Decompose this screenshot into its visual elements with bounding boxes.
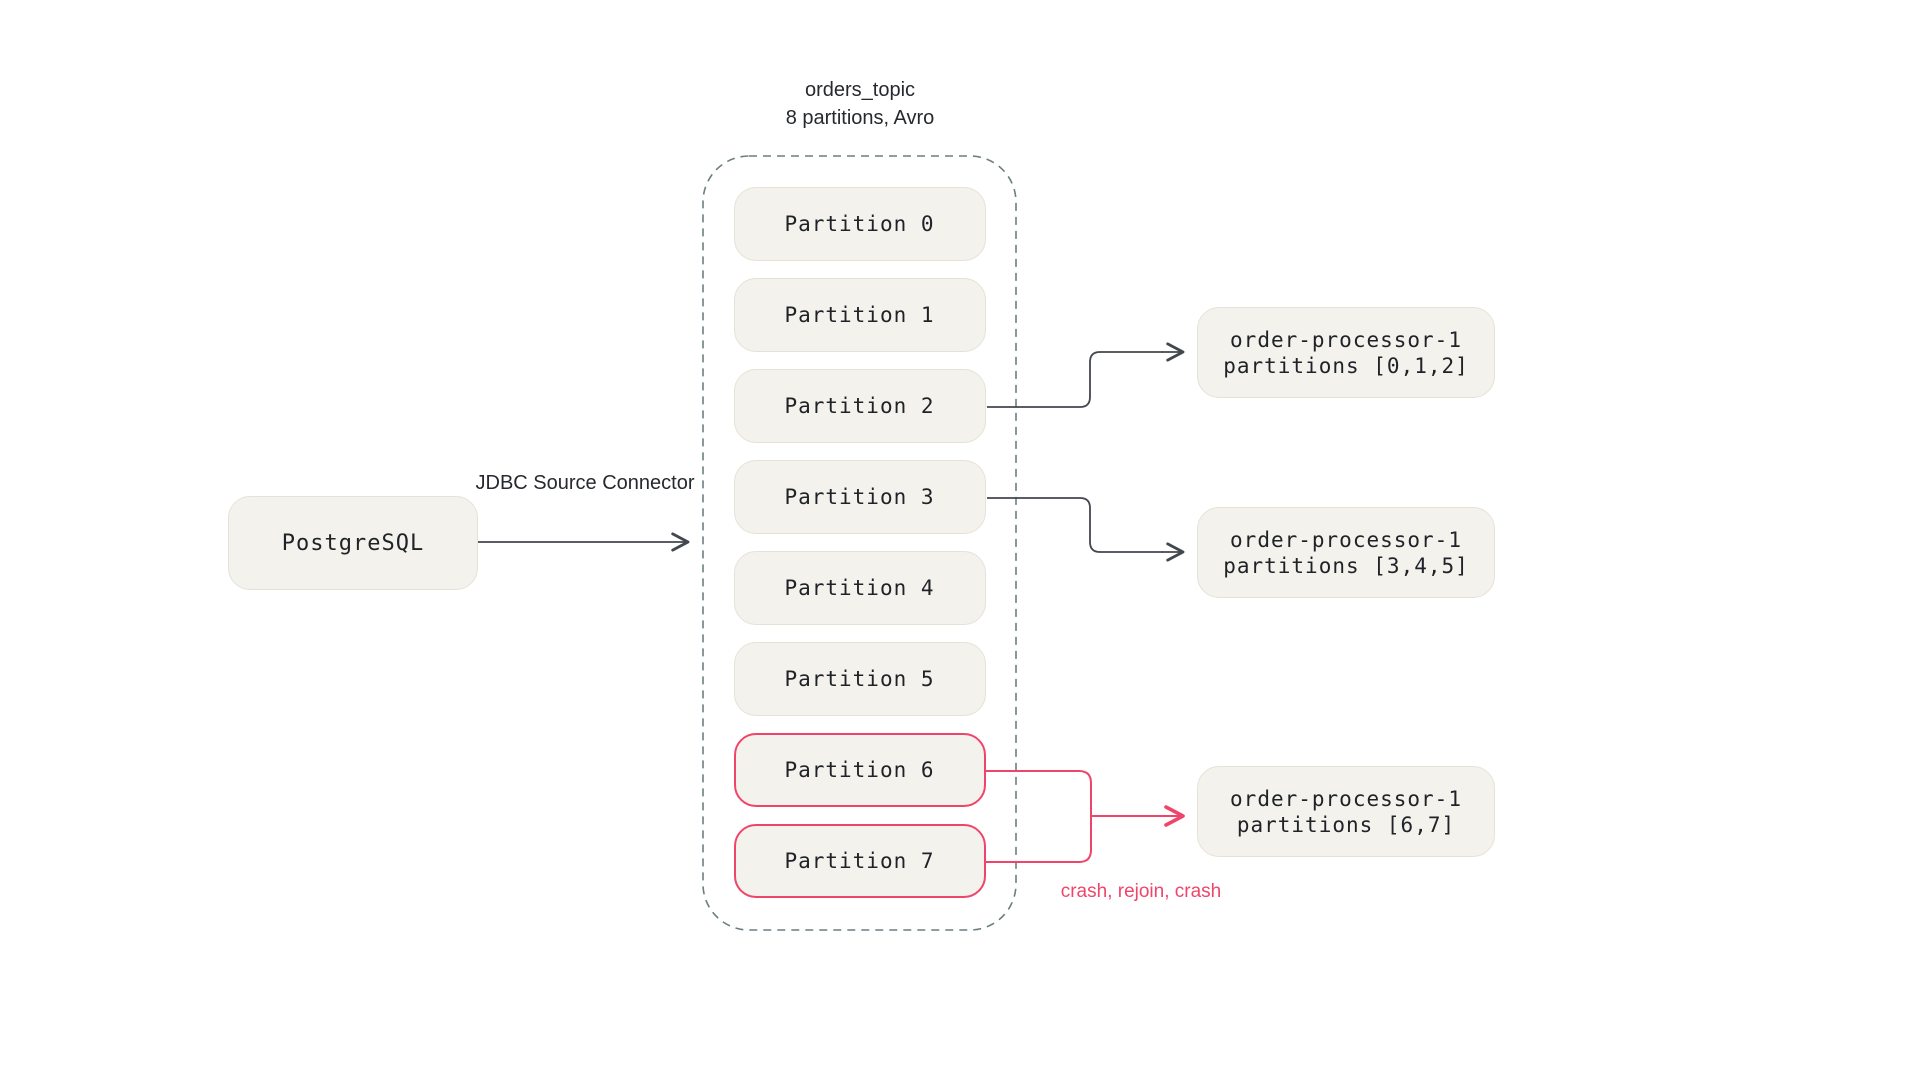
postgresql-node: PostgreSQL	[228, 496, 478, 590]
edge-partition3-to-consumer1	[987, 497, 1185, 562]
topic-container: Partition 0 Partition 1 Partition 2 Part…	[703, 156, 1016, 930]
consumer-2-name: order-processor-1	[1230, 786, 1462, 811]
partition-5-node: Partition 5	[733, 642, 986, 716]
partition-2-node: Partition 2	[733, 369, 986, 443]
partition-7-node: Partition 7	[733, 824, 986, 898]
consumer-1-name: order-processor-1	[1230, 527, 1462, 552]
topic-title: orders_topic	[804, 79, 916, 101]
partition-0-node: Partition 0	[733, 187, 986, 261]
consumer-0-node: order-processor-1 partitions [0,1,2]	[1197, 307, 1495, 398]
partition-3-node: Partition 3	[733, 460, 986, 534]
partition-1-node: Partition 1	[733, 278, 986, 352]
topic-subtitle: 8 partitions, Avro	[785, 107, 935, 129]
consumer-2-assignment: partitions [6,7]	[1236, 812, 1456, 837]
postgresql-label: PostgreSQL	[281, 530, 425, 556]
jdbc-connector-label: JDBC Source Connector	[475, 472, 695, 494]
crash-annotation: crash, rejoin, crash	[1060, 881, 1222, 902]
consumer-2-node: order-processor-1 partitions [6,7]	[1197, 766, 1495, 857]
consumer-1-node: order-processor-1 partitions [3,4,5]	[1197, 507, 1495, 598]
topic-title-block: orders_topic 8 partitions, Avro	[660, 76, 1060, 132]
edge-partition2-to-consumer0	[987, 342, 1185, 408]
consumer-1-assignment: partitions [3,4,5]	[1223, 553, 1469, 578]
partition-6-node: Partition 6	[733, 733, 986, 807]
consumer-0-name: order-processor-1	[1230, 327, 1462, 352]
consumer-0-assignment: partitions [0,1,2]	[1223, 353, 1469, 378]
partition-4-node: Partition 4	[733, 551, 986, 625]
